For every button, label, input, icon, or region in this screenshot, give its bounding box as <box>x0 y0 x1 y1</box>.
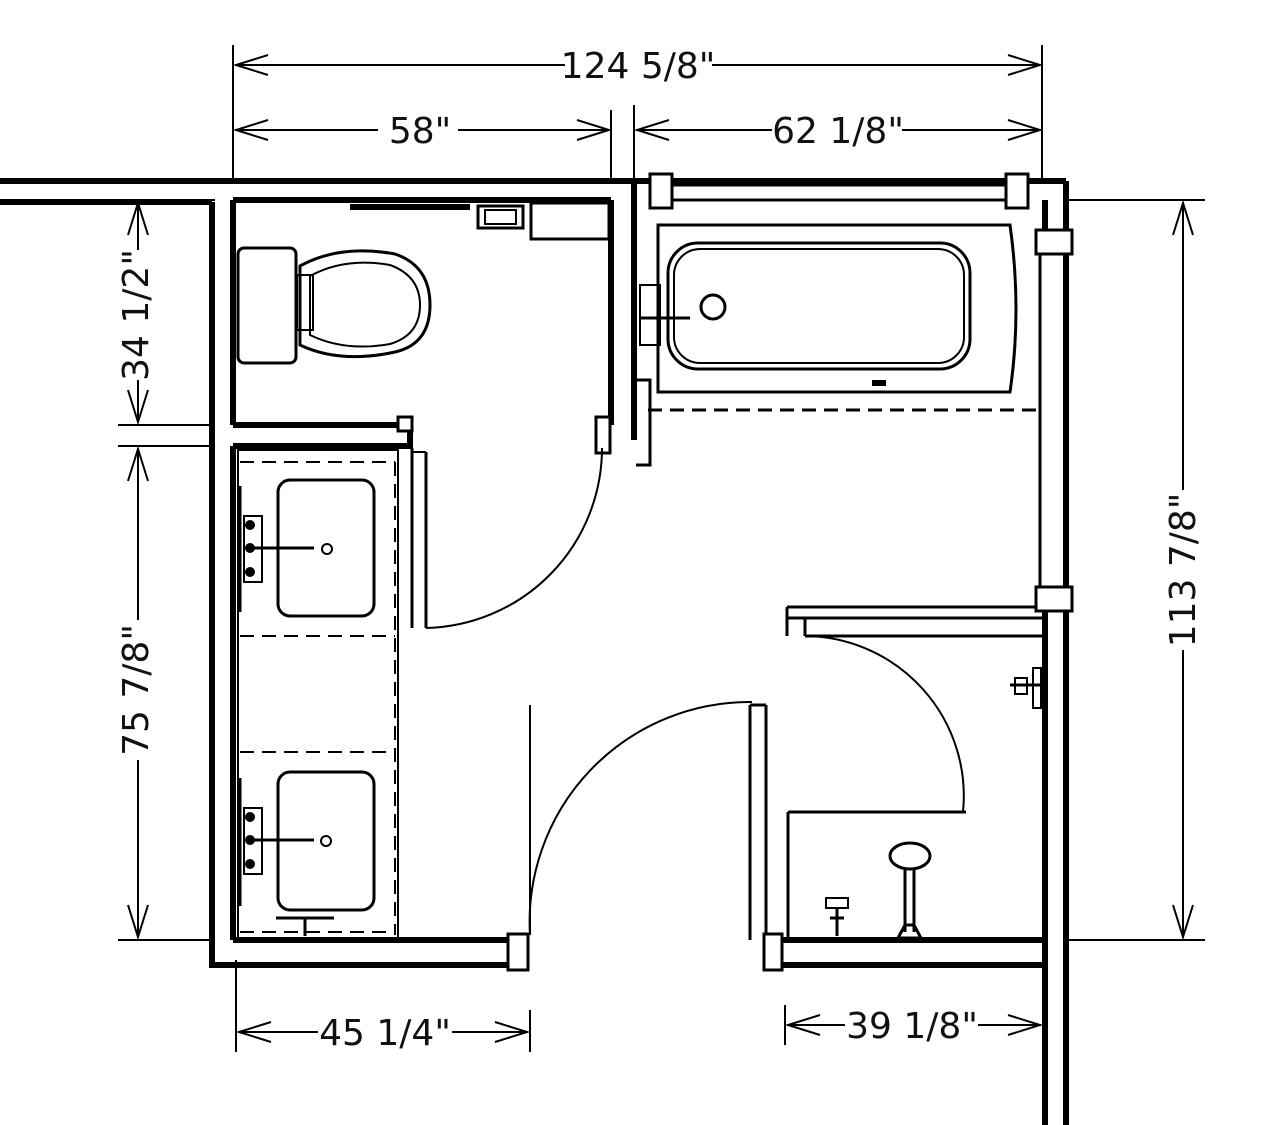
bathtub <box>639 223 1040 412</box>
dim-label-toilet-depth: 34 1/2" <box>116 249 157 381</box>
dimension-overall-height: 113 7/8" <box>1068 199 1205 941</box>
dim-label-overall-width: 124 5/8" <box>561 46 716 87</box>
dim-label-bottom-left: 45 1/4" <box>319 1013 451 1054</box>
dim-label-bottom-right: 39 1/8" <box>846 1006 978 1047</box>
toilet <box>236 246 432 365</box>
dimension-bottom-right: 39 1/8" <box>784 1005 1044 1047</box>
sink-upper <box>238 478 376 618</box>
toilet-room-accessories <box>350 201 611 241</box>
dimension-bottom-left: 45 1/4" <box>235 960 531 1054</box>
dimension-right-width: 62 1/8" <box>633 111 1044 152</box>
dimension-left-width: 58" <box>232 105 635 182</box>
dimension-overall-width: 124 5/8" <box>232 45 1044 182</box>
wall-faucet <box>1010 667 1042 709</box>
dim-label-left-width: 58" <box>389 111 451 152</box>
dim-label-right-width: 62 1/8" <box>772 111 904 152</box>
door-jambs <box>396 172 1074 972</box>
double-vanity <box>237 449 399 939</box>
dim-label-vanity-length: 75 7/8" <box>116 624 157 756</box>
dim-label-overall-height: 113 7/8" <box>1163 493 1204 648</box>
entry-door <box>528 700 766 936</box>
exterior-walls <box>0 178 1069 1125</box>
sink-lower <box>238 770 376 936</box>
floor-sink-pedestal <box>888 841 932 940</box>
floor-valve <box>825 897 849 936</box>
tub-room-door-jamb <box>636 378 652 467</box>
dimension-vanity-length: 75 7/8" <box>116 445 215 941</box>
dimension-toilet-depth: 34 1/2" <box>116 199 215 426</box>
closet-door <box>804 635 965 813</box>
toilet-room-door <box>410 447 603 629</box>
